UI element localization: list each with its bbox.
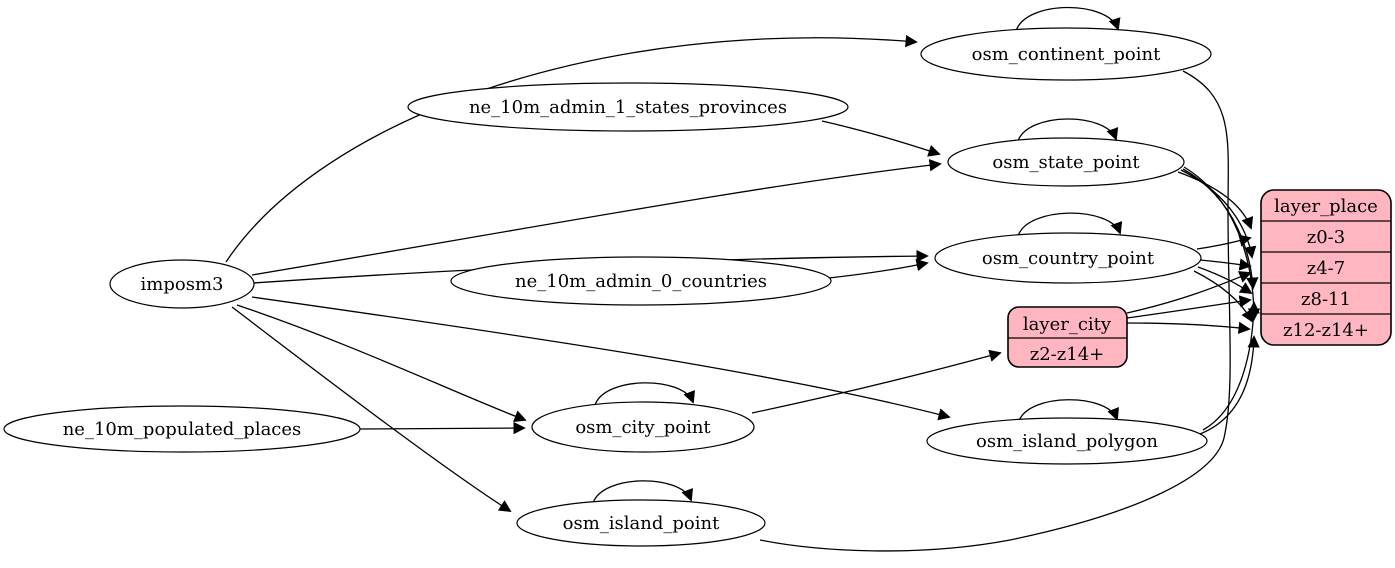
- node-ne-10m-admin-1-states-provinces: ne_10m_admin_1_states_provinces: [407, 82, 849, 132]
- osm-city-point-shape: [531, 401, 755, 453]
- layer-place-box: [1260, 189, 1392, 346]
- layer-place-row-z8-11: z8-11: [1301, 289, 1351, 310]
- layer-city-row-z2-z14: z2-z14+: [1030, 344, 1105, 365]
- edge-layer-city-z8-11: [1126, 295, 1252, 319]
- osm-state-point-label: osm_state_point: [992, 152, 1140, 173]
- ne-10m-admin-1-label: ne_10m_admin_1_states_provinces: [469, 97, 787, 118]
- edge-ne-10m-populated-places-osm-city-point: [359, 421, 526, 435]
- self-loop-osm-country-point: [1017, 212, 1123, 237]
- node-ne-10m-populated-places: ne_10m_populated_places: [3, 405, 361, 453]
- osm-continent-point-shape: [920, 27, 1212, 81]
- edge-osm-island-polygon-z8-11: [1202, 301, 1260, 431]
- edge-ne-10m-admin-1-osm-state-point: [821, 120, 941, 157]
- node-imposm3: imposm3: [109, 259, 255, 309]
- edge-osm-city-point-layer-city: [751, 349, 1002, 414]
- osm-country-point-label: osm_country_point: [982, 248, 1155, 269]
- edge-imposm3-osm-city-point: [236, 304, 527, 422]
- osm-continent-point-label: osm_continent_point: [972, 44, 1161, 65]
- imposm3-label: imposm3: [141, 274, 224, 295]
- layer-place-row-z4-7: z4-7: [1307, 258, 1345, 279]
- layer-place-row-z0-3: z0-3: [1307, 227, 1345, 248]
- osm-country-point-shape: [934, 232, 1202, 284]
- edge-osm-state-point-z0-3: [1177, 171, 1254, 230]
- ne-10m-populated-places-shape: [3, 405, 361, 453]
- edge-osm-country-point-z0-3: [1196, 234, 1252, 250]
- edge-osm-state-point-z8-11: [1182, 168, 1259, 290]
- node-ne-10m-admin-0-countries: ne_10m_admin_0_countries: [450, 256, 832, 306]
- node-osm-country-point: osm_country_point: [934, 232, 1202, 284]
- edge-osm-island-polygon-z12-z14: [1199, 335, 1260, 435]
- osm-island-point-shape: [516, 499, 766, 547]
- edge-osm-state-point-z4-7: [1180, 169, 1257, 259]
- osm-state-point-shape: [947, 137, 1185, 187]
- ne-10m-admin-0-label: ne_10m_admin_0_countries: [515, 271, 767, 292]
- node-osm-continent-point: osm_continent_point: [920, 27, 1212, 81]
- imposm3-shape: [109, 259, 255, 309]
- edge-osm-country-point-z4-7: [1199, 258, 1252, 271]
- node-layer-place: layer_place z0-3 z4-7 z8-11 z12-z14+: [1260, 189, 1392, 346]
- edge-imposm3-osm-island-point: [231, 306, 512, 513]
- layer-place-title: layer_place: [1274, 196, 1378, 217]
- self-loop-osm-city-point: [594, 382, 695, 406]
- edge-imposm3-osm-continent-point: [225, 34, 918, 263]
- layer-place-row-z12-z14: z12-z14+: [1283, 320, 1369, 341]
- ne-10m-admin-1-shape: [407, 82, 849, 132]
- osm-island-point-label: osm_island_point: [563, 513, 720, 534]
- edge-layer-city-z12-z14: [1126, 321, 1251, 334]
- self-loop-osm-island-point: [592, 480, 693, 504]
- edge-osm-country-point-z12-z14: [1193, 270, 1253, 323]
- node-osm-island-point: osm_island_point: [516, 499, 766, 547]
- edge-imposm3-osm-island-polygon: [251, 296, 951, 421]
- edge-ne-10m-admin-0-osm-country-point: [828, 259, 929, 279]
- edge-osm-continent-point-long-arc: [759, 70, 1231, 552]
- edge-group: [225, 6, 1261, 552]
- osm-island-polygon-shape: [926, 417, 1208, 465]
- node-osm-island-polygon: osm_island_polygon: [926, 417, 1208, 465]
- osm-city-point-label: osm_city_point: [575, 417, 711, 438]
- node-layer-city: layer_city z2-z14+: [1007, 306, 1128, 368]
- edge-layer-city-z4-7: [1126, 271, 1252, 314]
- edge-imposm3-osm-state-point: [251, 159, 942, 276]
- ne-10m-populated-places-label: ne_10m_populated_places: [63, 419, 302, 440]
- layer-city-title: layer_city: [1023, 314, 1112, 335]
- node-osm-state-point: osm_state_point: [947, 137, 1185, 187]
- self-loop-osm-state-point: [1017, 118, 1119, 142]
- self-loop-osm-island-polygon: [1018, 399, 1119, 422]
- self-loop-osm-continent-point: [1015, 6, 1121, 32]
- node-osm-city-point: osm_city_point: [531, 401, 755, 453]
- osm-island-polygon-label: osm_island_polygon: [976, 431, 1158, 452]
- ne-10m-admin-0-shape: [450, 256, 832, 306]
- layer-city-box: [1007, 306, 1128, 368]
- edge-osm-country-point-z8-11: [1197, 266, 1253, 294]
